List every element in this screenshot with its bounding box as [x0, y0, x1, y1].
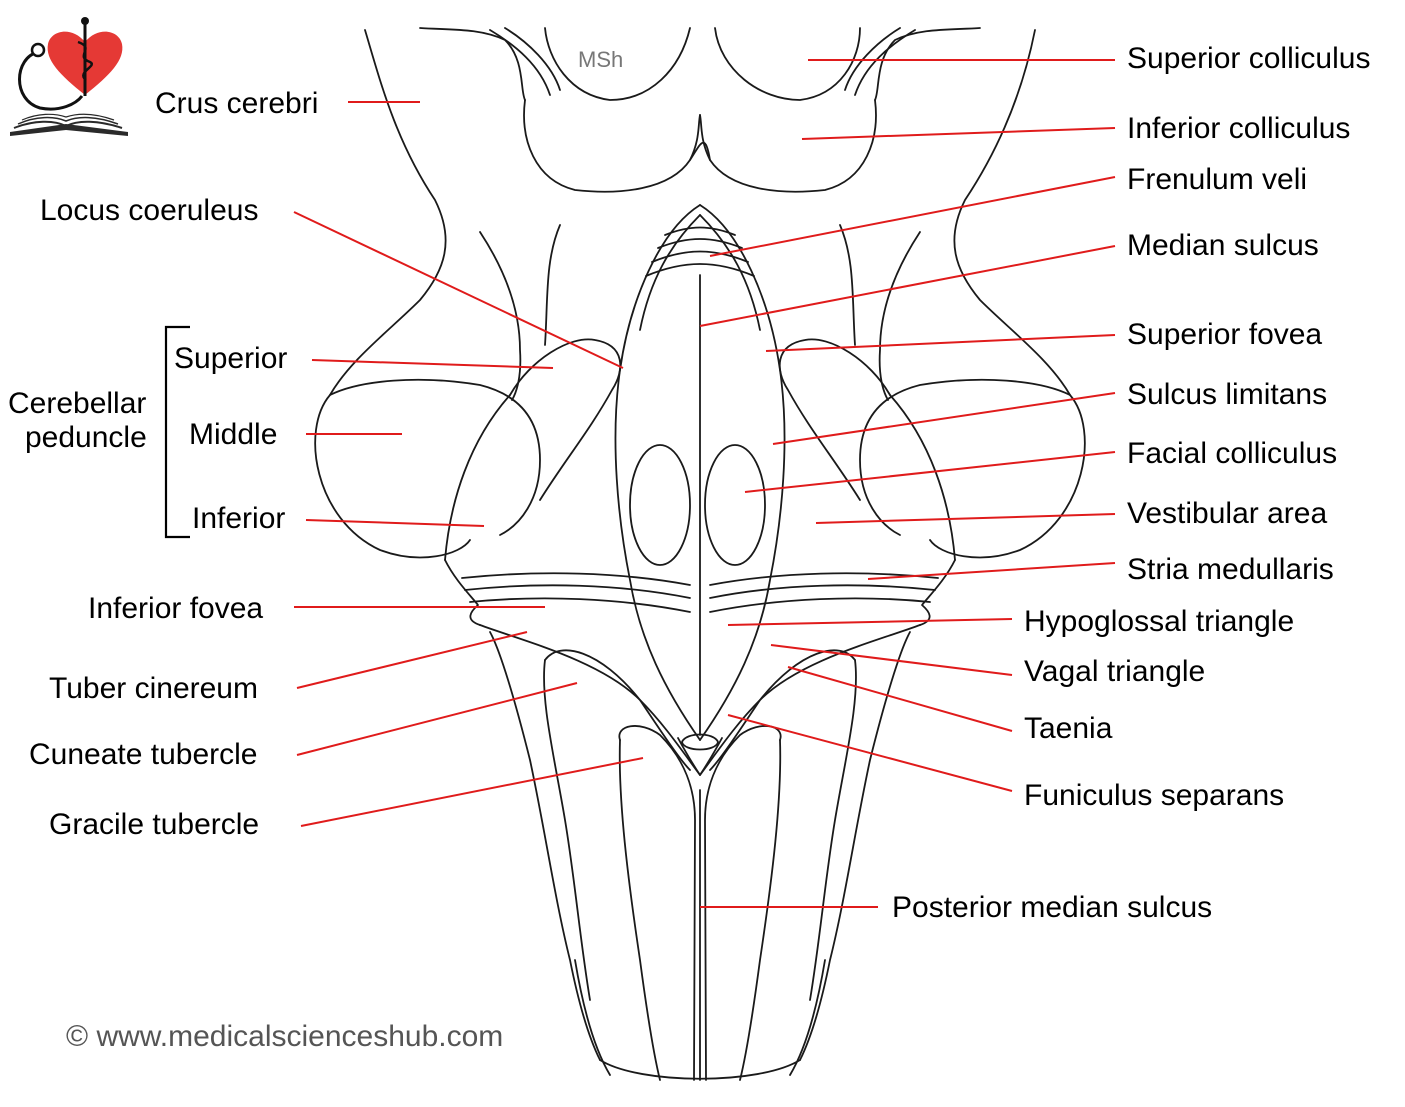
leader-superior-fovea	[765, 334, 1116, 352]
label-inferior-colliculus: Inferior colliculus	[1127, 112, 1350, 145]
label-crus-cerebri: Crus cerebri	[155, 87, 318, 120]
leader-funiculus-separans	[727, 714, 1013, 792]
outer-right-contour	[953, 29, 1071, 396]
label-tuber-cinereum: Tuber cinereum	[49, 672, 258, 705]
stethoscope-icon	[18, 42, 84, 111]
leader-tuber-cinereum	[296, 631, 528, 689]
right-middle-peduncle	[929, 394, 1086, 559]
leader-inferior	[305, 519, 485, 527]
leader-superior	[311, 359, 554, 369]
right-facial-colliculus	[704, 444, 766, 566]
label-frenulum-veli: Frenulum veli	[1127, 163, 1307, 196]
label-gracile-tubercle: Gracile tubercle	[49, 808, 259, 841]
brainstem-outline	[314, 27, 1086, 1081]
label-inferior-peduncle: Inferior	[192, 502, 285, 535]
label-superior-colliculus: Superior colliculus	[1127, 42, 1370, 75]
obex	[681, 733, 719, 751]
label-cuneate-tubercle: Cuneate tubercle	[29, 738, 258, 771]
fourth-ventricle-floor-right	[699, 204, 786, 741]
left-cuneate-tubercle	[544, 649, 691, 771]
right-inferior-colliculus	[699, 99, 877, 193]
leader-inferior-colliculus	[801, 127, 1116, 140]
label-funiculus-separans: Funiculus separans	[1024, 779, 1284, 812]
open-book-icon	[10, 113, 128, 136]
leader-gracile-tubercle	[300, 757, 644, 827]
outer-left-contour	[329, 29, 447, 396]
leader-taenia	[787, 666, 1013, 732]
leader-facial-colliculus	[744, 451, 1116, 493]
label-vagal-triangle: Vagal triangle	[1024, 655, 1205, 688]
logo	[10, 17, 128, 136]
leader-locus-coeruleus	[293, 211, 624, 369]
peduncle-bracket	[164, 325, 190, 539]
label-hypoglossal-triangle: Hypoglossal triangle	[1024, 605, 1294, 638]
group-label-line1: Cerebellar	[8, 387, 146, 420]
frenulum-veli-lines	[664, 226, 736, 236]
left-facial-colliculus	[629, 444, 691, 566]
label-facial-colliculus: Facial colliculus	[1127, 437, 1337, 470]
leader-vagal-triangle	[770, 644, 1013, 676]
leader-sulcus-limitans	[772, 392, 1116, 445]
label-median-sulcus: Median sulcus	[1127, 229, 1319, 262]
label-superior-peduncle: Superior	[174, 342, 287, 375]
leader-frenulum-veli	[709, 176, 1116, 257]
watermark-text: MSh	[578, 47, 623, 72]
label-middle-peduncle: Middle	[189, 418, 277, 451]
label-vestibular-area: Vestibular area	[1127, 497, 1327, 530]
stria-medullaris-lines	[461, 572, 691, 586]
leader-cuneate-tubercle	[296, 682, 578, 756]
leader-stria-medullaris	[867, 562, 1116, 580]
label-sulcus-limitans: Sulcus limitans	[1127, 378, 1327, 411]
label-locus-coeruleus: Locus coeruleus	[40, 194, 258, 227]
leader-vestibular-area	[815, 513, 1116, 524]
leader-hypoglossal-triangle	[727, 618, 1013, 626]
leader-median-sulcus	[699, 245, 1116, 327]
left-middle-peduncle	[314, 394, 471, 559]
left-superior-colliculus	[544, 27, 691, 101]
fourth-ventricle-floor-left	[614, 204, 701, 741]
label-superior-fovea: Superior fovea	[1127, 318, 1322, 351]
label-taenia: Taenia	[1024, 712, 1113, 745]
label-inferior-fovea: Inferior fovea	[88, 592, 263, 625]
left-gracile-tubercle	[618, 725, 696, 1081]
group-label-line2: peduncle	[25, 421, 147, 454]
label-posterior-median-sulcus: Posterior median sulcus	[892, 891, 1212, 924]
right-cuneate-tubercle	[709, 649, 856, 771]
leader-lines	[293, 59, 1116, 908]
right-superior-peduncle	[778, 338, 891, 501]
label-stria-medullaris: Stria medullaris	[1127, 553, 1334, 586]
left-superior-peduncle	[509, 338, 622, 501]
right-superior-colliculus	[714, 27, 861, 101]
caduceus-icon	[77, 17, 93, 96]
copyright-footer: © www.medicalscienceshub.com	[66, 1020, 503, 1053]
right-gracile-tubercle	[704, 725, 782, 1081]
left-inferior-colliculus	[523, 99, 701, 193]
